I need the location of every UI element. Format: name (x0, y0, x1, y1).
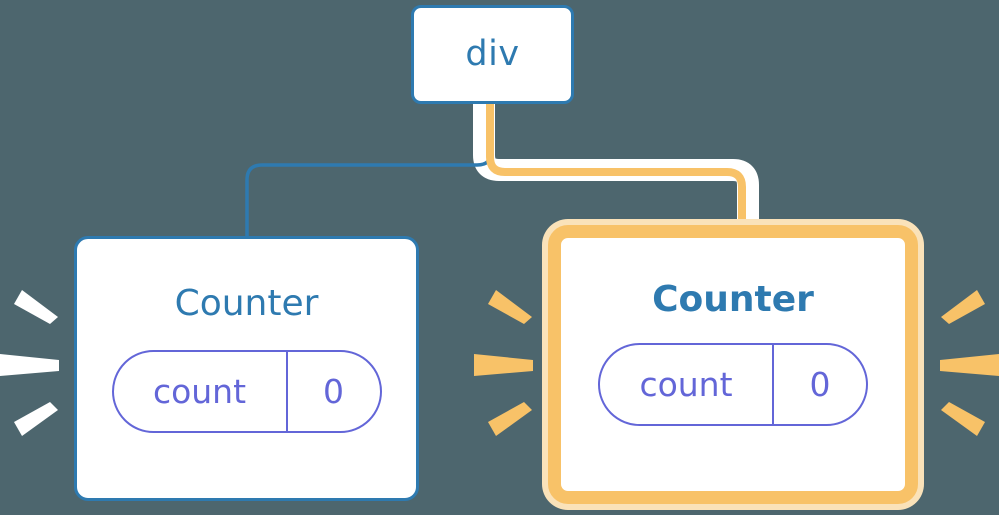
prop-pill-counter-right: count 0 (598, 343, 868, 426)
prop-value: 0 (285, 352, 380, 431)
sparkle-ray-icon (488, 290, 532, 324)
node-counter-right-label: Counter (652, 279, 814, 320)
node-counter-left-label: Counter (174, 283, 319, 324)
edge-div-to-counter-right (486, 100, 746, 240)
edge-highlight-halo (473, 100, 759, 232)
sparkle-ray-icon (940, 354, 999, 376)
sparkle-ray-icon (14, 290, 58, 324)
sparkle-ray-icon (474, 354, 533, 376)
prop-key: count (639, 365, 733, 404)
sparkle-ray-icon (941, 290, 985, 324)
edge-div-to-counter-left (245, 100, 494, 240)
sparkle-ray-icon (14, 402, 58, 436)
sparkle-ray-icon (0, 354, 59, 376)
sparkle-ray-icon (488, 402, 532, 436)
prop-value: 0 (772, 345, 866, 424)
sparkle-ray-icon (941, 402, 985, 436)
node-div-label: div (465, 34, 520, 74)
prop-pill-counter-left: count 0 (111, 350, 382, 433)
node-counter-left[interactable]: Counter count 0 (74, 236, 419, 501)
prop-key: count (152, 372, 247, 411)
node-counter-right-highlight-ring: Counter count 0 (548, 225, 918, 504)
node-counter-right[interactable]: Counter count 0 (542, 219, 924, 510)
node-div[interactable]: div (411, 5, 574, 104)
